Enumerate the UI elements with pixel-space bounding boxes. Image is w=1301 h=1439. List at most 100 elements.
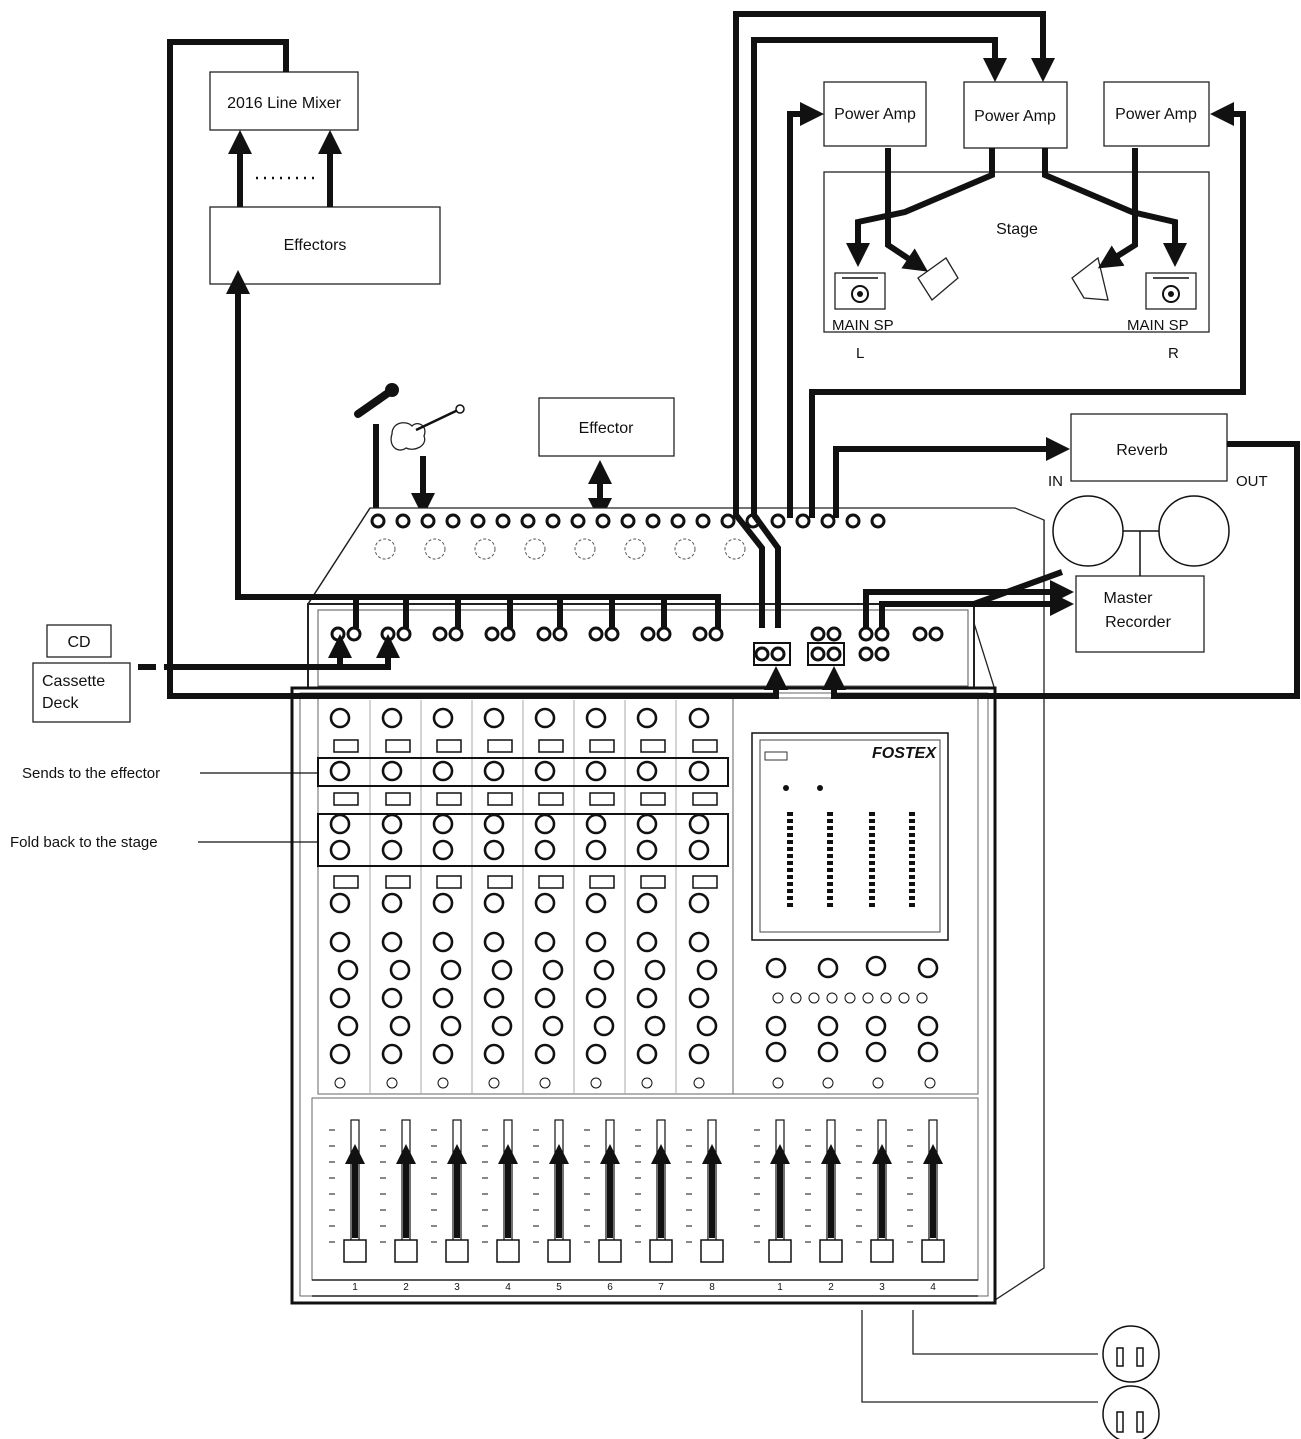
recorder-label: Recorder bbox=[1105, 614, 1171, 631]
knob bbox=[329, 931, 351, 953]
switch bbox=[436, 792, 462, 806]
fader-cap bbox=[394, 1239, 418, 1263]
rear-jack bbox=[874, 626, 890, 642]
knob bbox=[329, 760, 351, 782]
power-amp-2: Power Amp bbox=[963, 81, 1068, 149]
meter-segment bbox=[787, 868, 793, 872]
knob bbox=[688, 707, 710, 729]
meter-segment bbox=[909, 861, 915, 865]
input-jack bbox=[670, 513, 686, 529]
knob bbox=[636, 707, 658, 729]
led bbox=[386, 1077, 398, 1089]
arrowhead bbox=[770, 1144, 790, 1164]
power-plug-icon bbox=[1102, 1325, 1160, 1383]
fader-cap bbox=[921, 1239, 945, 1263]
channel-number: 4 bbox=[505, 1282, 511, 1293]
knob bbox=[534, 987, 556, 1009]
switch bbox=[692, 875, 718, 889]
master-label: Master bbox=[1104, 590, 1154, 607]
level-meter-panel: FOSTEX bbox=[751, 732, 949, 941]
arrowhead bbox=[651, 1144, 671, 1164]
meter-segment bbox=[827, 896, 833, 900]
led bbox=[539, 1077, 551, 1089]
arrowhead bbox=[447, 1144, 467, 1164]
input-jack bbox=[720, 513, 736, 529]
knob bbox=[381, 987, 403, 1009]
meter-segment bbox=[787, 826, 793, 830]
knob bbox=[585, 1043, 607, 1065]
meter-segment bbox=[827, 847, 833, 851]
rear-jack bbox=[656, 626, 672, 642]
input-jack bbox=[370, 513, 386, 529]
knob bbox=[917, 957, 939, 979]
led bbox=[641, 1077, 653, 1089]
meter-segment bbox=[827, 861, 833, 865]
knob bbox=[865, 955, 887, 977]
switch bbox=[385, 739, 411, 753]
xlr-connector bbox=[574, 538, 596, 560]
sends-label: Sends to the effector bbox=[22, 765, 160, 782]
rear-jack bbox=[604, 626, 620, 642]
knob bbox=[491, 959, 513, 981]
arrowhead bbox=[872, 1144, 892, 1164]
meter-segment bbox=[787, 840, 793, 844]
knob bbox=[329, 892, 351, 914]
effectors-label: Effectors bbox=[284, 237, 347, 254]
knob bbox=[585, 931, 607, 953]
power-amp-2-label: Power Amp bbox=[974, 108, 1056, 125]
channel-number-labels: 1 2 3 4 5 6 7 8 1 2 3 4 bbox=[352, 1282, 936, 1293]
meter-segment bbox=[869, 833, 875, 837]
rear-jack bbox=[346, 626, 362, 642]
meter-segment bbox=[827, 812, 833, 816]
knob bbox=[917, 1015, 939, 1037]
knob bbox=[688, 1043, 710, 1065]
rear-jack bbox=[640, 626, 656, 642]
knob bbox=[865, 1015, 887, 1037]
led bbox=[437, 1077, 449, 1089]
knob bbox=[432, 892, 454, 914]
knob bbox=[483, 813, 505, 835]
input-jack bbox=[520, 513, 536, 529]
channel-number: 7 bbox=[658, 1282, 664, 1293]
sends-callout: Sends to the effector bbox=[22, 765, 318, 782]
rear-jack bbox=[692, 626, 708, 642]
knob bbox=[817, 1041, 839, 1063]
meter-segment bbox=[909, 903, 915, 907]
rear-jack bbox=[708, 626, 724, 642]
brand-logo: FOSTEX bbox=[872, 745, 937, 762]
led bbox=[898, 992, 910, 1004]
switch bbox=[538, 875, 564, 889]
meter-segment bbox=[869, 889, 875, 893]
knob bbox=[636, 839, 658, 861]
input-jack bbox=[495, 513, 511, 529]
meter-segment bbox=[787, 903, 793, 907]
foldback-label: Fold back to the stage bbox=[10, 834, 158, 851]
knob bbox=[585, 813, 607, 835]
knob bbox=[765, 957, 787, 979]
stage-label: Stage bbox=[996, 221, 1038, 238]
knob bbox=[636, 987, 658, 1009]
rear-jack bbox=[826, 626, 842, 642]
power-cords bbox=[861, 1310, 1098, 1403]
knob bbox=[688, 760, 710, 782]
arrowhead bbox=[498, 1144, 518, 1164]
meter-segment bbox=[909, 889, 915, 893]
knob bbox=[688, 839, 710, 861]
knob bbox=[389, 1015, 411, 1037]
xlr-connector bbox=[524, 538, 546, 560]
fader-cap bbox=[598, 1239, 622, 1263]
rear-jack bbox=[810, 646, 826, 662]
knob bbox=[432, 931, 454, 953]
knob bbox=[534, 839, 556, 861]
knob bbox=[381, 760, 403, 782]
meter-segment bbox=[787, 819, 793, 823]
meter-segment bbox=[869, 903, 875, 907]
fader-cap bbox=[819, 1239, 843, 1263]
line-mixer-return-cable bbox=[167, 39, 788, 699]
xlr-connector bbox=[624, 538, 646, 560]
recorder-feed-b bbox=[879, 592, 1074, 628]
rear-jack bbox=[448, 626, 464, 642]
input-jack bbox=[545, 513, 561, 529]
switch bbox=[589, 792, 615, 806]
